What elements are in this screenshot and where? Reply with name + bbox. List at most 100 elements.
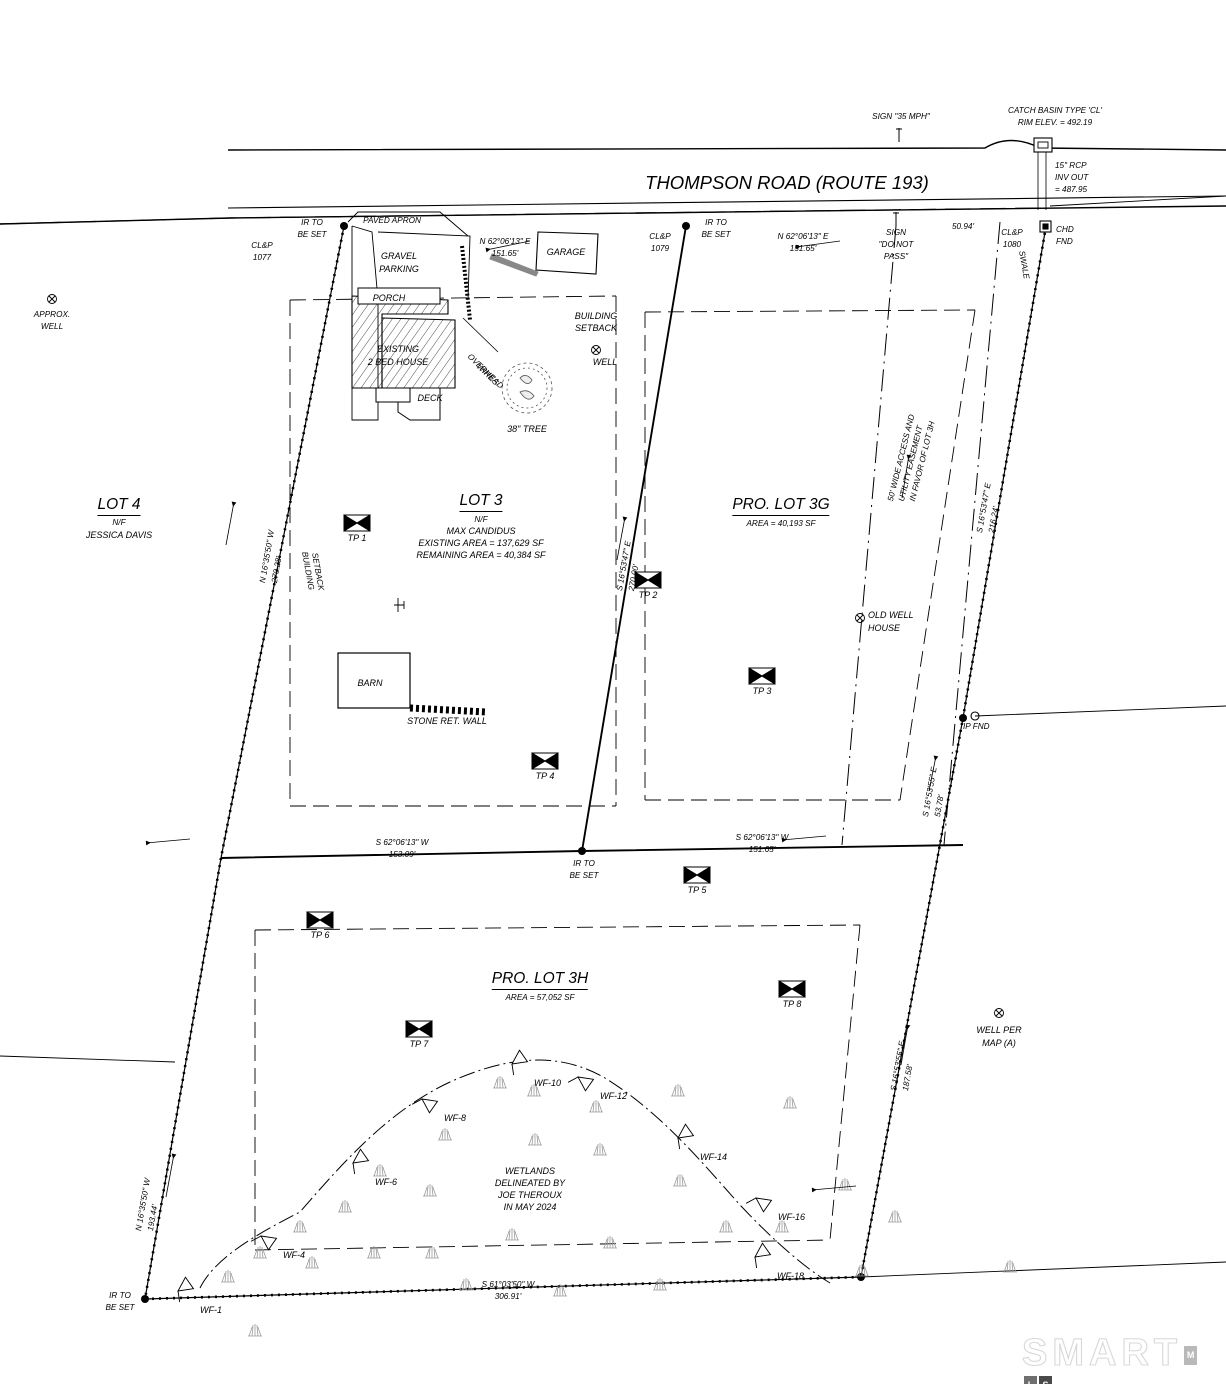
lot-4-nf: N/F bbox=[112, 518, 126, 527]
lot-3g-area: AREA = 40,193 SF bbox=[746, 519, 816, 528]
marsh-grass-symbol bbox=[493, 1076, 507, 1089]
test-pit-symbol bbox=[748, 667, 776, 685]
wetlands-note-line3: JOE THEROUX bbox=[497, 1190, 563, 1200]
lot-3h-area: AREA = 57,052 SF bbox=[505, 993, 575, 1002]
stone-retaining-wall bbox=[409, 704, 487, 716]
lot-3-existing-area: EXISTING AREA = 137,629 SF bbox=[418, 538, 544, 548]
test-pit-label: TP 1 bbox=[347, 533, 367, 543]
ir-to-be-set-sw-line2: BE SET bbox=[105, 1303, 135, 1312]
division-line-upper-lower bbox=[220, 844, 964, 859]
do-not-pass-sign-line1: SIGN bbox=[885, 228, 907, 237]
marsh-grass-symbols bbox=[221, 1076, 1017, 1337]
building-setback-lines bbox=[254, 295, 976, 1251]
marsh-grass-symbol bbox=[367, 1245, 381, 1259]
approx-well-line2: WELL bbox=[40, 322, 64, 331]
barn-label: BARN bbox=[357, 678, 383, 688]
speed-sign-label: SIGN "35 MPH" bbox=[872, 112, 930, 121]
speed-sign-symbol bbox=[896, 128, 902, 142]
well-per-map-line1: WELL PER bbox=[976, 1025, 1022, 1035]
wetlands-note-line1: WETLANDS bbox=[504, 1166, 556, 1176]
rcp-label-line3: = 487.95 bbox=[1055, 185, 1088, 194]
bearing-south-lot3h-dist: 306.91' bbox=[494, 1292, 522, 1301]
ir-to-be-set-nw-line1: IR TO bbox=[301, 218, 323, 227]
building-setback-line1: BUILDING bbox=[574, 311, 618, 321]
wetland-flag-label: WF-12 bbox=[600, 1091, 627, 1101]
catch-basin-symbol bbox=[1033, 137, 1053, 210]
road-name-label: THOMPSON ROAD (ROUTE 193) bbox=[645, 172, 929, 193]
thompson-road-lines bbox=[0, 139, 1226, 225]
catch-basin-label-line1: CATCH BASIN TYPE 'CL' bbox=[1008, 106, 1102, 115]
wetland-flag-label: WF-4 bbox=[283, 1250, 305, 1260]
ir-to-be-set-nw-line2: BE SET bbox=[297, 230, 327, 239]
marsh-grass-symbol bbox=[553, 1284, 567, 1297]
watermark-m: M bbox=[1184, 1346, 1198, 1365]
existing-house-line2: 2 BED HOUSE bbox=[367, 357, 429, 367]
chd-found-symbol bbox=[1039, 220, 1052, 233]
wetland-flag-symbol bbox=[177, 1276, 195, 1303]
wetland-flag-symbol bbox=[677, 1123, 695, 1150]
lot-3h-title: PRO. LOT 3H bbox=[491, 970, 589, 991]
lot-3-owner: MAX CANDIDUS bbox=[446, 526, 516, 536]
ir-to-be-set-n-line1: IR TO bbox=[705, 218, 727, 227]
do-not-pass-sign-line2: "DO NOT bbox=[878, 240, 914, 249]
bearing-south-lot3g-dist: 151.65' bbox=[748, 845, 776, 854]
test-pit-symbols bbox=[306, 514, 806, 1038]
do-not-pass-sign-line3: PASS" bbox=[883, 252, 909, 261]
lot-3-nf: N/F bbox=[474, 515, 488, 524]
abutter-tie-lines bbox=[0, 195, 1226, 1278]
bearing-arrows bbox=[145, 240, 939, 1198]
bearing-north-lot3-text: N 62°06'13" E bbox=[479, 237, 531, 246]
test-pit-label: TP 7 bbox=[409, 1039, 429, 1049]
test-pit-label: TP 5 bbox=[687, 885, 707, 895]
wetland-flag-label: WF-14 bbox=[700, 1152, 727, 1162]
wetland-flag-label: WF-8 bbox=[444, 1113, 466, 1123]
test-pit-symbol bbox=[531, 752, 559, 770]
porch-outline bbox=[357, 287, 441, 305]
lot-4-title-text: LOT 4 bbox=[97, 496, 141, 517]
gravel-parking-line1: GRAVEL bbox=[380, 251, 418, 261]
well-per-map-line2: MAP (A) bbox=[982, 1038, 1016, 1048]
garage-label: GARAGE bbox=[546, 247, 586, 257]
marsh-grass-symbol bbox=[221, 1270, 235, 1283]
ir-to-be-set-mid-line2: BE SET bbox=[569, 871, 599, 880]
bearing-north-lot3-dist: 151.65' bbox=[491, 249, 519, 258]
bearing-easement-frontage-dist: 50.94' bbox=[951, 222, 975, 231]
stone-retaining-wall-label: STONE RET. WALL bbox=[407, 716, 487, 726]
paved-apron-outline bbox=[347, 211, 469, 237]
wetlands-note-line4: IN MAY 2024 bbox=[503, 1202, 557, 1212]
marsh-grass-symbol bbox=[838, 1178, 852, 1191]
marsh-grass-symbol bbox=[775, 1220, 789, 1233]
chd-fnd-line2: FND bbox=[1056, 237, 1073, 246]
deck-label: DECK bbox=[417, 393, 443, 403]
utility-marker bbox=[394, 598, 405, 612]
wetland-flag-symbol bbox=[567, 1076, 595, 1092]
test-pit-symbol bbox=[634, 571, 662, 589]
lot-4-owner: JESSICA DAVIS bbox=[85, 530, 153, 540]
test-pit-symbol bbox=[778, 980, 806, 998]
west-boundary-line bbox=[144, 225, 345, 1300]
marsh-grass-symbol bbox=[438, 1128, 452, 1141]
marsh-grass-symbol bbox=[673, 1174, 687, 1187]
wetland-flag-symbol bbox=[250, 1235, 278, 1251]
deck-outline bbox=[375, 387, 441, 421]
marsh-grass-symbol bbox=[505, 1228, 519, 1241]
access-utility-easement-lines bbox=[841, 221, 1001, 846]
wetland-flag-symbol bbox=[411, 1098, 439, 1114]
garage-outline bbox=[535, 231, 599, 275]
catch-basin-label-line2: RIM ELEV. = 492.19 bbox=[1017, 118, 1093, 127]
paved-apron-label: PAVED APRON bbox=[363, 216, 421, 225]
wetland-flag-label: WF-18 bbox=[777, 1271, 804, 1281]
clp-pole-1077-line1: CL&P bbox=[251, 241, 273, 250]
clp-pole-1080-line1: CL&P bbox=[1001, 228, 1023, 237]
marsh-grass-symbol bbox=[671, 1084, 685, 1097]
gravel-parking-line2: PARKING bbox=[379, 264, 419, 274]
marsh-grass-symbol bbox=[459, 1278, 473, 1291]
wetland-flag-symbols bbox=[177, 1049, 773, 1303]
tree-label: 38" TREE bbox=[507, 424, 547, 434]
bearing-south-lot3-dist: 153.09' bbox=[388, 850, 416, 859]
wetland-flag-label: WF-16 bbox=[778, 1212, 805, 1222]
old-well-house-line2: HOUSE bbox=[868, 623, 901, 633]
lot-3-title: LOT 3 bbox=[459, 492, 503, 513]
east-boundary-line bbox=[860, 225, 1047, 1278]
